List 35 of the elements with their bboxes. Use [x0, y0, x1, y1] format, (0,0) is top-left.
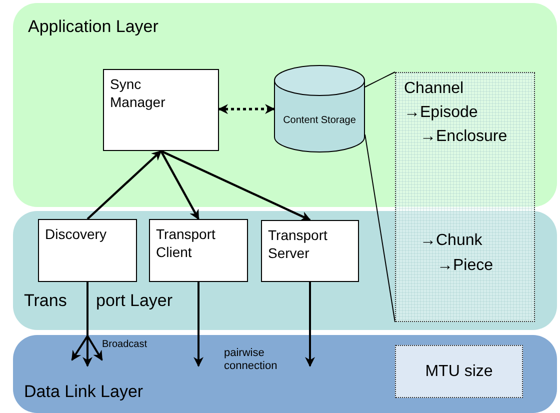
- process-box: [149, 219, 248, 282]
- arrow: [160, 150, 311, 221]
- box-label: Discovery: [45, 225, 108, 243]
- connection-label: pairwise connection: [224, 347, 278, 372]
- box-label: Sync Manager: [110, 75, 166, 111]
- layer-title: port Layer: [96, 291, 173, 311]
- parameter-box: [395, 345, 523, 398]
- storage-label: Content Storage: [282, 114, 357, 127]
- arrow: [86, 150, 162, 220]
- process-box: [38, 219, 137, 282]
- layer-band: [13, 335, 557, 413]
- arrow: [218, 104, 275, 114]
- arrow: [305, 282, 315, 367]
- callout-box: [395, 72, 535, 322]
- layer-title: Application Layer: [28, 17, 158, 37]
- hierarchy-item: →Episode: [404, 103, 478, 123]
- callout-line: [364, 72, 396, 88]
- hierarchy-item: →Chunk: [420, 231, 482, 251]
- layer-band: [13, 3, 557, 207]
- callout-line: [364, 134, 396, 322]
- arrow: [194, 282, 204, 367]
- layer-title: Trans: [24, 291, 67, 311]
- hierarchy-item: →Enclosure: [420, 127, 508, 147]
- process-box: [261, 220, 359, 282]
- box-label: Transport Client: [156, 225, 216, 261]
- storage-cylinder: [274, 65, 365, 153]
- process-box: [103, 69, 219, 151]
- layer-title: Data Link Layer: [24, 382, 144, 402]
- connection-label: Broadcast: [102, 339, 148, 350]
- layer-band: [13, 211, 557, 330]
- box-label: MTU size: [425, 362, 493, 380]
- hierarchy-item: →Piece: [437, 256, 494, 276]
- hierarchy-item: Channel: [404, 79, 464, 99]
- box-label: Transport Server: [268, 226, 328, 262]
- arrow: [160, 150, 200, 220]
